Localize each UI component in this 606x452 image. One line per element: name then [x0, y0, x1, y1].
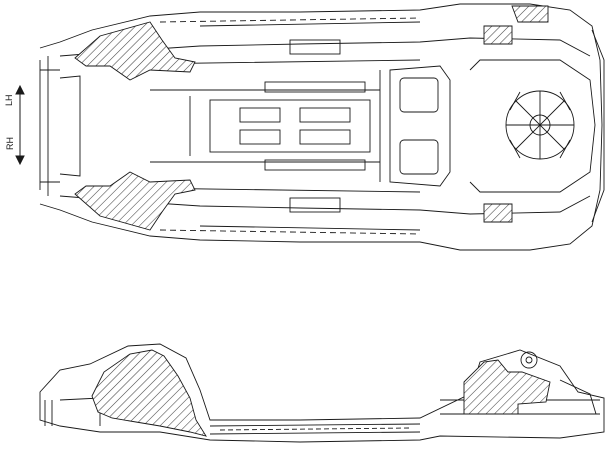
- orientation-arrow: [15, 84, 25, 166]
- hatched-regions-plan: [74, 5, 549, 231]
- rh-label: RH: [5, 137, 15, 150]
- rear-left-hatch: [483, 25, 513, 45]
- rear-right-hatch: [483, 203, 513, 223]
- front-left-hatch: [74, 21, 196, 81]
- rear-side-hatch: [463, 359, 551, 415]
- hatched-regions-side: [91, 349, 551, 437]
- front-right-hatch: [74, 171, 196, 231]
- side-view: [39, 343, 605, 443]
- side-outline: [39, 343, 605, 443]
- rear-left-hatch-2: [511, 5, 549, 23]
- front-side-hatch: [91, 349, 207, 437]
- lh-label: LH: [4, 94, 14, 106]
- body-outline: [39, 3, 603, 251]
